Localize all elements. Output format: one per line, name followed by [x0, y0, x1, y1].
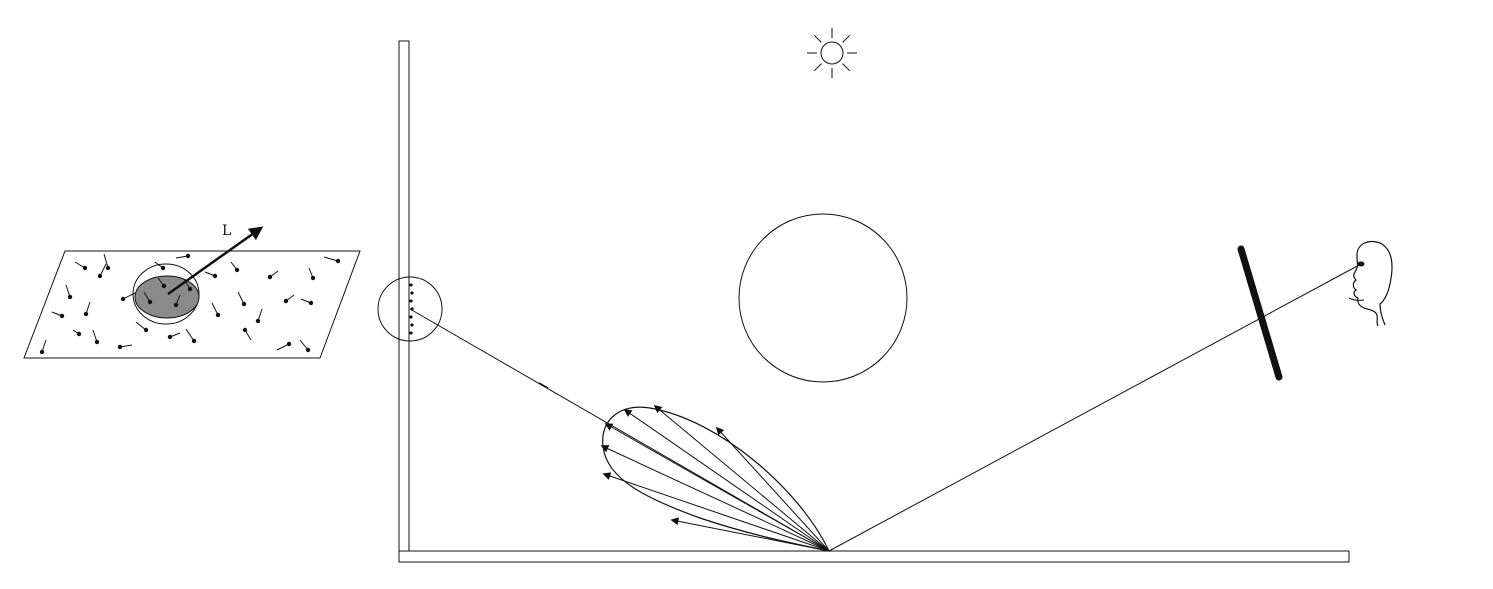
normal-dot	[286, 341, 292, 347]
normal-dot	[241, 301, 247, 307]
lobe-ray	[653, 404, 830, 552]
normal-stem	[323, 256, 339, 262]
wall-facet	[409, 315, 413, 319]
normal-dot	[215, 312, 221, 318]
microfacet-normals	[39, 253, 341, 355]
patch-normal-dot	[147, 299, 153, 305]
lobe-rays	[600, 404, 830, 552]
normal-dot	[76, 331, 82, 337]
normal-dot	[97, 273, 103, 279]
surface-inset: L	[23, 223, 361, 359]
sun-ray	[842, 34, 851, 43]
patch-normal-dot	[187, 286, 193, 292]
lobe-ray	[623, 409, 830, 552]
normal-dot	[105, 265, 111, 271]
normal-stem	[99, 263, 107, 277]
surface-parallelogram	[23, 250, 361, 359]
wall-facet	[410, 291, 414, 295]
floor	[398, 550, 1350, 563]
lobe-ray	[600, 445, 830, 552]
brdf-lobe	[600, 404, 831, 552]
lobe-ray	[602, 472, 830, 552]
normal-dot	[120, 296, 126, 302]
sun-icon	[807, 28, 857, 78]
normal-dot	[82, 265, 88, 271]
normal-stem	[185, 328, 195, 342]
normal-dot	[335, 258, 341, 264]
normal-dot	[234, 267, 240, 273]
normal-stem	[276, 343, 290, 351]
image-plane	[1237, 245, 1283, 381]
normal-dot	[212, 273, 218, 279]
normal-dot	[242, 327, 248, 333]
normal-dot	[255, 318, 261, 324]
light-direction-arrow	[167, 226, 264, 296]
normal-dot	[83, 311, 89, 317]
wall-facet	[409, 331, 413, 335]
viewer-head-icon	[1348, 240, 1393, 327]
walls	[398, 40, 1350, 563]
wall-facet	[410, 323, 414, 327]
lobe-ray	[715, 426, 830, 552]
sun-ray	[842, 63, 851, 72]
normal-dot	[160, 265, 166, 271]
normal-dot	[185, 253, 191, 259]
normal-stem	[103, 253, 109, 269]
left-wall	[398, 40, 410, 552]
patch-normals	[143, 277, 193, 308]
normal-dot	[59, 313, 65, 319]
normal-dot	[94, 339, 100, 345]
lobe-ray	[604, 423, 830, 552]
wall-facet	[409, 299, 413, 303]
normal-dot	[143, 327, 149, 333]
normal-dot	[283, 298, 289, 304]
camera-ray	[828, 263, 1362, 552]
lobe-outline	[602, 406, 831, 552]
shaded-patch	[134, 275, 200, 319]
normal-dot	[117, 344, 123, 350]
normal-stem	[211, 302, 219, 316]
patch-normal-dot	[161, 283, 167, 289]
normal-dot	[305, 347, 311, 353]
patch-normal-dot	[173, 302, 179, 308]
lobe-ray	[670, 517, 830, 552]
normal-dot	[67, 294, 73, 300]
sphere	[738, 213, 908, 383]
normal-dot	[267, 274, 273, 280]
normal-dot	[310, 275, 316, 281]
sun-disc	[820, 41, 844, 65]
sun-ray	[813, 63, 822, 72]
normal-stem	[237, 291, 245, 305]
sun-ray	[813, 34, 822, 43]
normal-dot	[167, 334, 173, 340]
normal-dot	[191, 338, 197, 344]
magnifier-circle	[377, 276, 443, 342]
ray-tick	[538, 382, 549, 389]
wall-facet	[409, 283, 413, 287]
normal-dot	[39, 349, 45, 355]
normal-dot	[308, 300, 314, 306]
light-direction-label: L	[222, 223, 231, 239]
